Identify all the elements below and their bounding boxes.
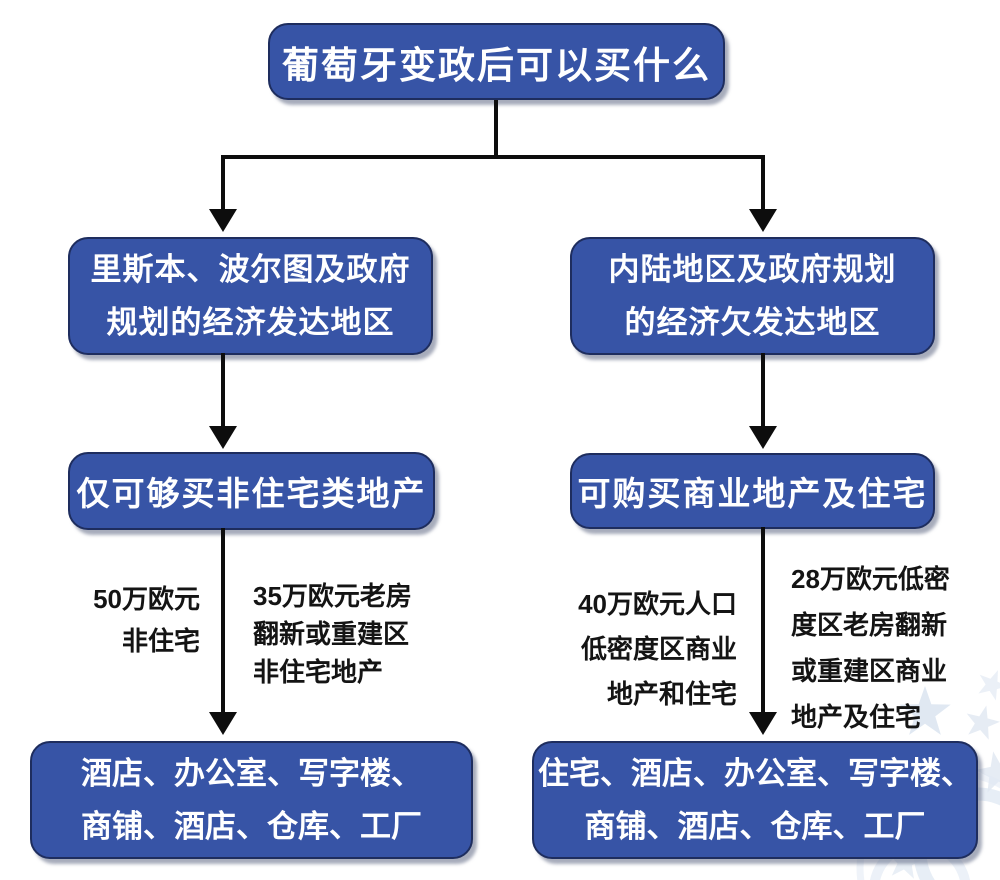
connector-left-rule [221, 353, 225, 427]
label-line: 度区老房翻新 [791, 610, 948, 640]
node-right-result: 住宅、酒店、办公室、写字楼、 商铺、酒店、仓库、工厂 [532, 741, 978, 859]
node-left-result: 酒店、办公室、写字楼、 商铺、酒店、仓库、工厂 [30, 741, 473, 859]
arrowhead-left-region-icon [209, 209, 237, 232]
node-right-rule-text: 可购买商业地产及住宅 [577, 475, 928, 512]
node-right-region-line1: 内陆地区及政府规划 [608, 252, 897, 287]
connector-crossbar [221, 155, 765, 159]
node-left-result-line1: 酒店、办公室、写字楼、 [81, 756, 422, 791]
arrowhead-right-region-icon [749, 209, 777, 232]
node-right-result-line1: 住宅、酒店、办公室、写字楼、 [538, 756, 972, 791]
connector-left-result [221, 528, 225, 714]
node-right-rule: 可购买商业地产及住宅 [570, 453, 935, 529]
connector-right-drop [761, 155, 765, 211]
connector-right-result [761, 527, 765, 714]
label-line: 或重建区商业 [791, 656, 948, 686]
label-line: 50万欧元 [93, 584, 200, 614]
label-line: 翻新或重建区 [253, 619, 410, 649]
node-left-result-line2: 商铺、酒店、仓库、工厂 [81, 809, 422, 844]
label-option-500k: 50万欧元 非住宅 [48, 578, 200, 662]
arrowhead-left-result-icon [209, 712, 237, 735]
arrowhead-right-rule-icon [749, 426, 777, 449]
label-line: 低密度区商业 [580, 634, 737, 664]
node-title-text: 葡萄牙变政后可以买什么 [282, 44, 711, 86]
node-title: 葡萄牙变政后可以买什么 [268, 23, 725, 100]
label-line: 非住宅地产 [253, 657, 384, 687]
node-right-region: 内陆地区及政府规划 的经济欠发达地区 [570, 237, 935, 355]
label-option-350k: 35万欧元老房 翻新或重建区 非住宅地产 [253, 577, 412, 691]
node-right-result-line2: 商铺、酒店、仓库、工厂 [584, 809, 926, 844]
label-option-280k: 28万欧元低密 度区老房翻新 或重建区商业 地产及住宅 [791, 556, 950, 740]
node-right-region-line2: 的经济欠发达地区 [624, 305, 881, 340]
connector-right-rule [761, 353, 765, 427]
node-left-region-line1: 里斯本、波尔图及政府 [90, 252, 411, 287]
node-left-region: 里斯本、波尔图及政府 规划的经济发达地区 [68, 237, 433, 355]
node-left-rule: 仅可够买非住宅类地产 [68, 452, 435, 530]
arrowhead-right-result-icon [749, 712, 777, 735]
node-left-rule-text: 仅可够买非住宅类地产 [76, 475, 427, 512]
label-line: 非住宅 [121, 626, 200, 656]
label-line: 28万欧元低密 [791, 564, 950, 594]
connector-stem [494, 100, 498, 157]
arrowhead-left-rule-icon [209, 426, 237, 449]
label-line: 地产及住宅 [791, 702, 922, 732]
label-line: 35万欧元老房 [253, 581, 412, 611]
connector-left-drop [221, 155, 225, 211]
node-left-region-line2: 规划的经济发达地区 [106, 305, 395, 340]
label-line: 地产和住宅 [606, 679, 737, 709]
label-option-400k: 40万欧元人口 低密度区商业 地产和住宅 [555, 582, 737, 717]
label-line: 40万欧元人口 [578, 589, 737, 619]
